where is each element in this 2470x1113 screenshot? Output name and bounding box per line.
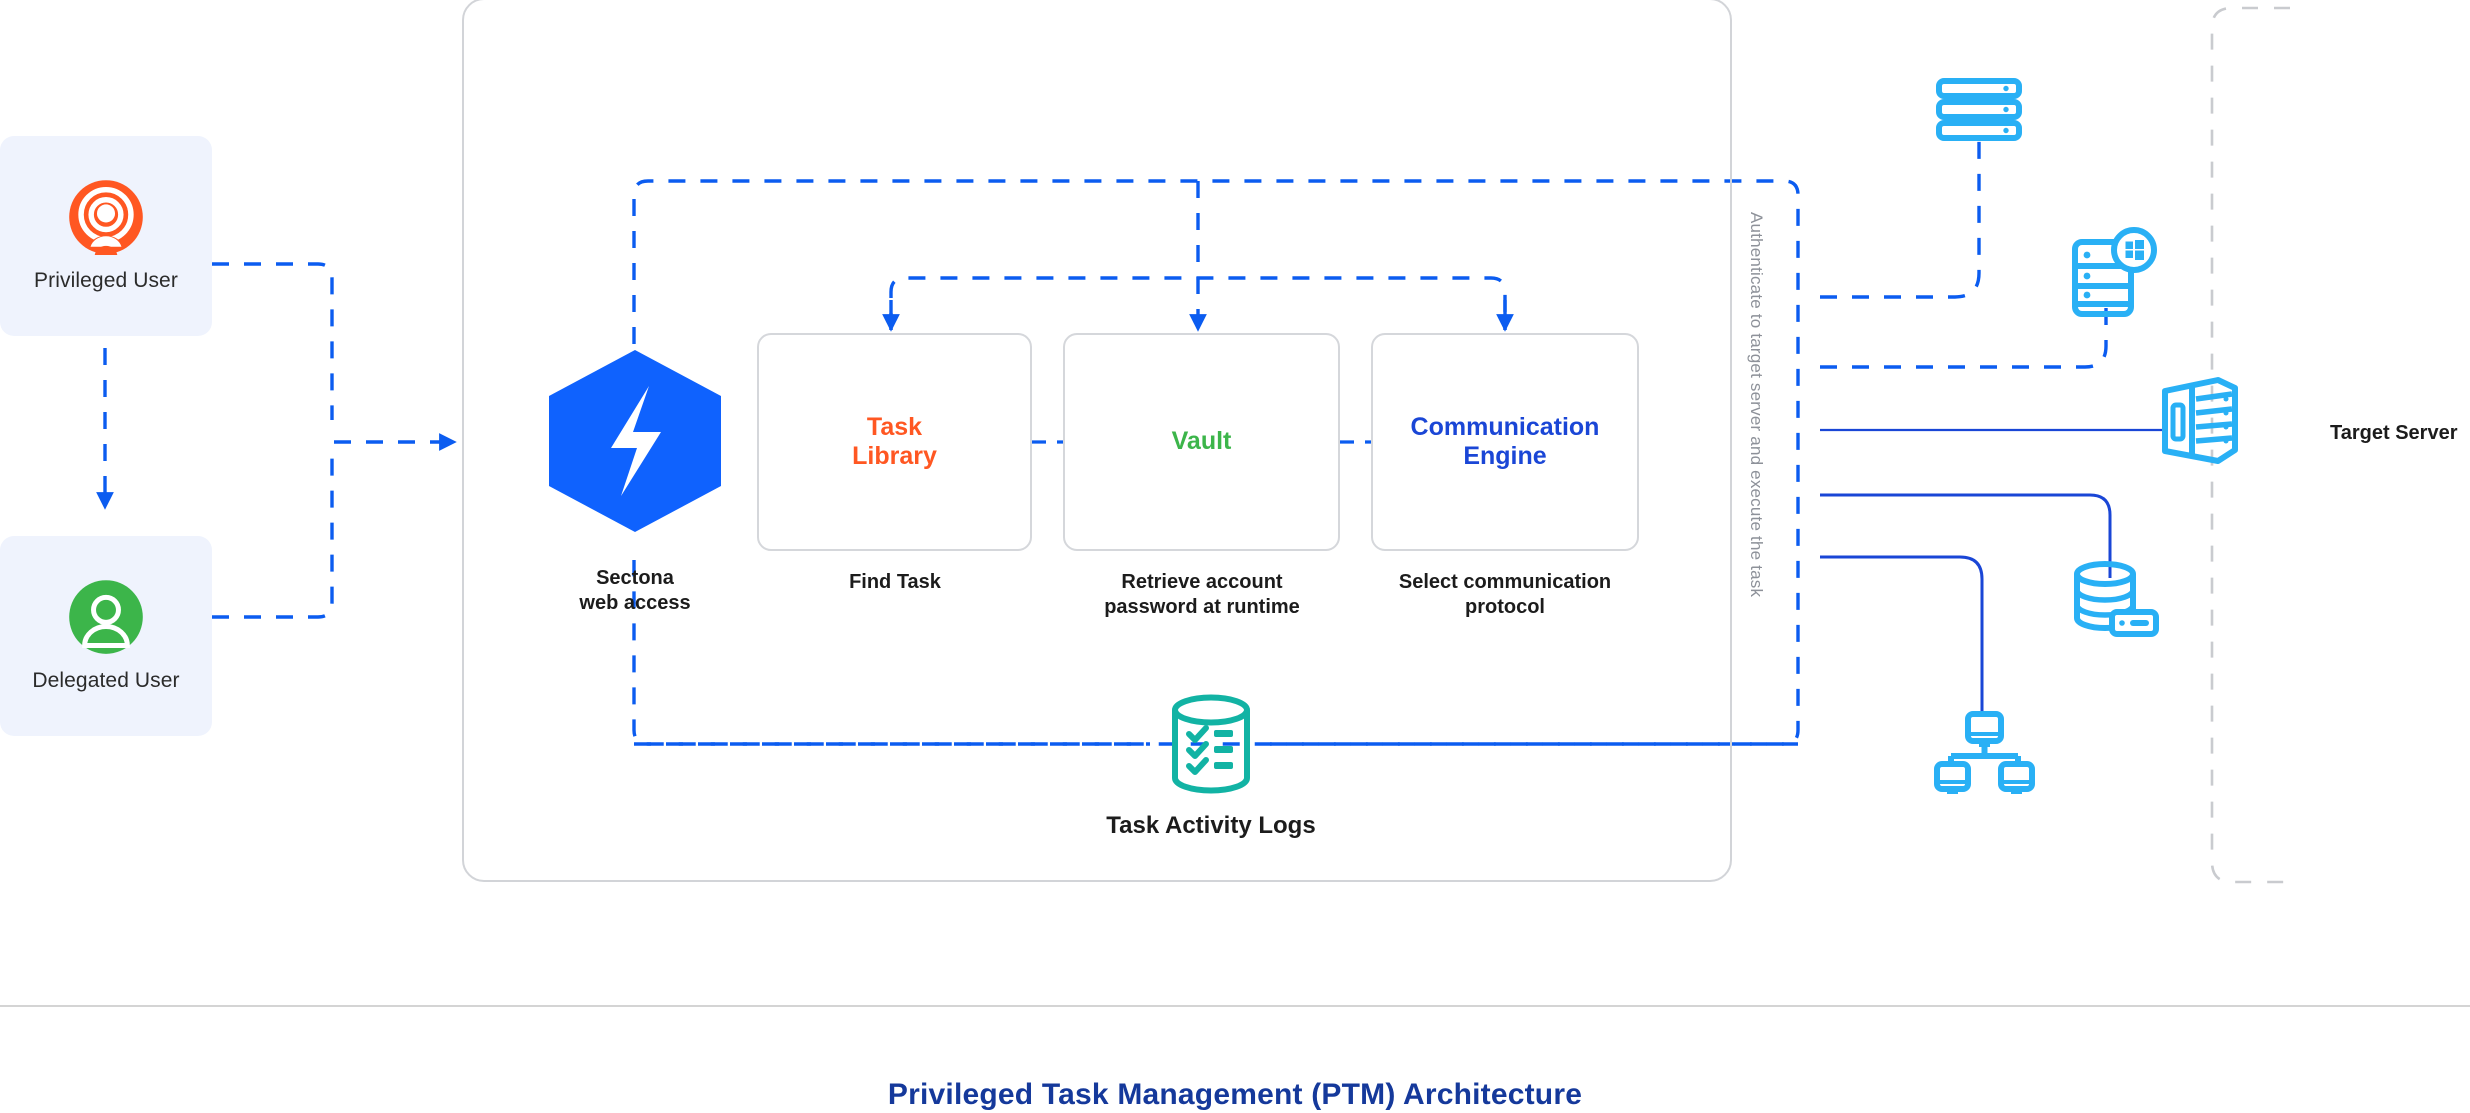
component-title: Communication Engine xyxy=(1410,412,1600,471)
diagram-title: Privileged Task Management (PTM) Archite… xyxy=(887,1078,1583,1111)
privileged-user-icon xyxy=(68,179,144,255)
logs-database-icon[interactable] xyxy=(1162,694,1260,794)
actor-label: Privileged User xyxy=(34,269,178,292)
link-lane-to-windows-server xyxy=(1820,300,2108,369)
server-rack-icon[interactable] xyxy=(1936,78,2022,142)
target-zone-label: Target Server xyxy=(2330,422,2458,444)
actor-card-privileged-user[interactable]: Privileged User xyxy=(0,136,212,336)
link-hex-to-auth-lane xyxy=(632,179,1800,746)
component-task-library[interactable]: Task Library xyxy=(757,333,1032,551)
link-lane-to-database-server xyxy=(1820,493,2112,578)
component-caption-task-library: Find Task xyxy=(849,571,941,593)
windows-server-icon[interactable] xyxy=(2070,227,2160,318)
component-caption-communication-engine: Select communication protocol xyxy=(1398,571,1612,618)
link-delegated-to-bus xyxy=(212,455,334,619)
platform-container xyxy=(462,0,1732,882)
component-caption-vault: Retrieve account password at runtime xyxy=(1104,571,1300,618)
actor-card-delegated-user[interactable]: Delegated User xyxy=(0,536,212,736)
server-tower-icon[interactable] xyxy=(2160,375,2240,467)
component-communication-engine[interactable]: Communication Engine xyxy=(1371,333,1639,551)
link-lane-to-network-cluster xyxy=(1820,555,1984,712)
database-server-icon[interactable] xyxy=(2072,560,2160,638)
component-title: Vault xyxy=(1171,427,1232,456)
footer-divider xyxy=(0,1005,2470,1007)
link-privileged-to-bus xyxy=(212,262,334,420)
delegated-user-icon xyxy=(68,579,144,655)
network-cluster-icon[interactable] xyxy=(1934,711,2035,794)
auth-lane-label: Authenticate to target server and execut… xyxy=(1747,212,1766,598)
sectona-logo-caption: Sectona web access xyxy=(579,567,691,614)
component-vault[interactable]: Vault xyxy=(1063,333,1340,551)
link-lane-to-server-rack xyxy=(1820,140,1981,299)
actor-label: Delegated User xyxy=(32,669,180,692)
link-inner-rail xyxy=(889,276,1507,330)
target-zone-boundary xyxy=(2210,6,2290,884)
logs-label: Task Activity Logs xyxy=(1106,812,1316,839)
component-title: Task Library xyxy=(852,412,937,471)
sectona-hex-logo[interactable] xyxy=(545,348,725,534)
